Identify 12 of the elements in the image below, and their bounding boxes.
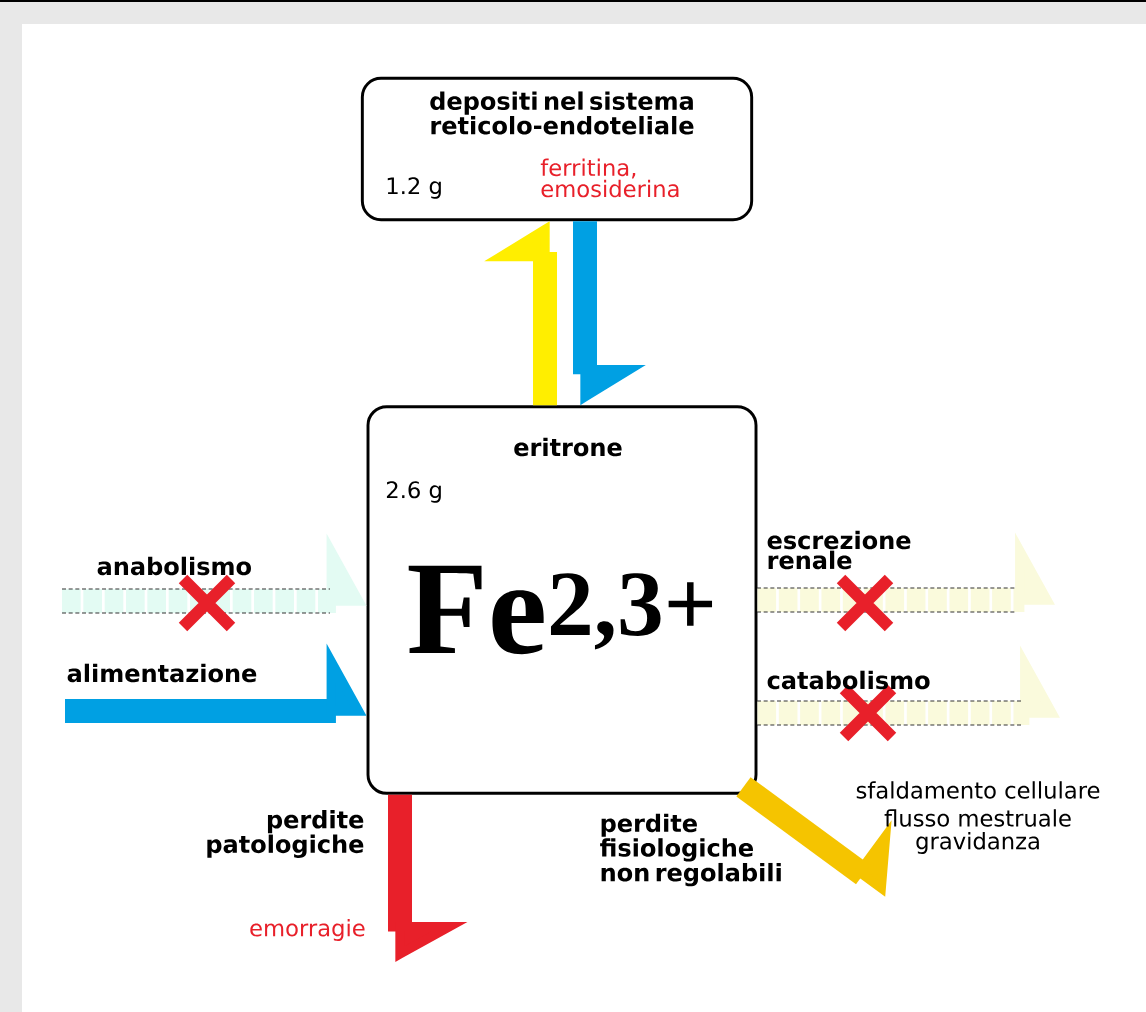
note-text: sfaldamento cellulare: [856, 781, 1100, 799]
note-text: emorragie: [250, 919, 365, 941]
storage-box: eritrone 2.6 g Fe$^{2,3+}$: [366, 405, 758, 795]
edge-label: perdite fisiologiche non regolabili: [600, 813, 781, 887]
edge-label: catabolismo: [767, 670, 930, 690]
edge-label: perdite patologiche: [207, 810, 364, 858]
note-text: flusso mestruale: [884, 809, 1071, 827]
note-text: gravidanza: [916, 832, 1039, 854]
storage-box: depositi nel sistema reticolo-endoteliale 1.2 g ferritina, emosiderina: [360, 76, 754, 222]
edge-label: alimentazione: [67, 663, 257, 683]
edge-label: anabolismo: [97, 556, 251, 576]
edge-label: escrezione renale: [767, 530, 911, 570]
